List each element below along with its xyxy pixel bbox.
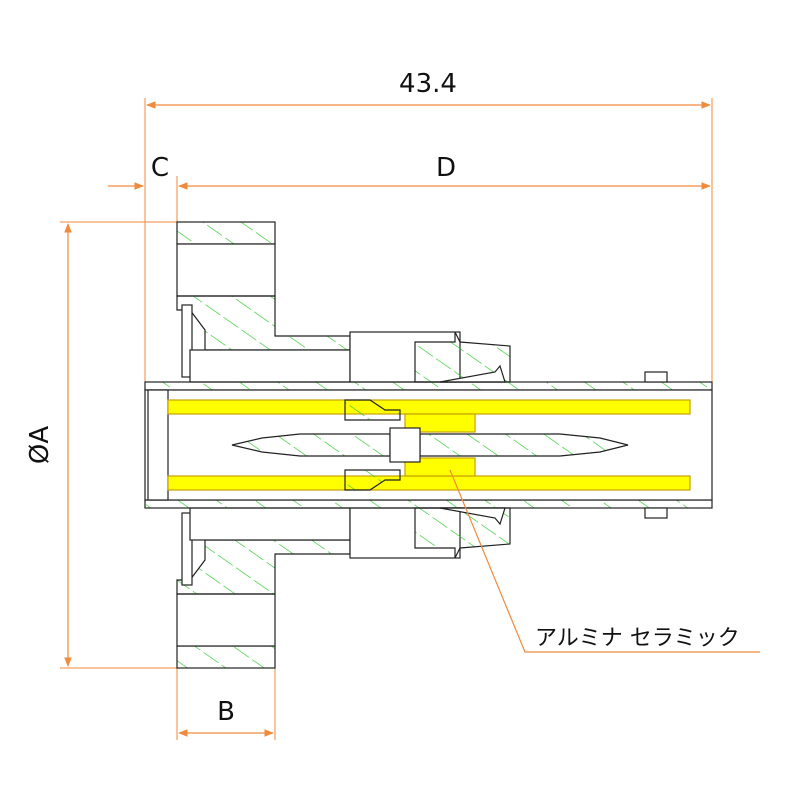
dimension-lines bbox=[64, 101, 711, 737]
flange-upper bbox=[176, 221, 351, 383]
material-callout-leader bbox=[449, 469, 760, 653]
alumina-ceramic-insulator bbox=[167, 399, 691, 491]
coupling-nut-lower bbox=[349, 507, 511, 559]
flange-lower bbox=[176, 507, 351, 669]
extension-lines bbox=[60, 98, 713, 740]
center-conductor bbox=[231, 399, 629, 491]
material-callout-label: アルミナ セラミック bbox=[535, 626, 740, 651]
c-dimension-label: C bbox=[151, 153, 169, 183]
b-dimension-label: B bbox=[217, 697, 235, 727]
d-dimension-label: D bbox=[436, 153, 456, 183]
coupling-nut-upper bbox=[349, 331, 511, 383]
diameter-dimension-label: ØA bbox=[25, 426, 55, 464]
overall-length-label: 43.4 bbox=[399, 69, 457, 99]
